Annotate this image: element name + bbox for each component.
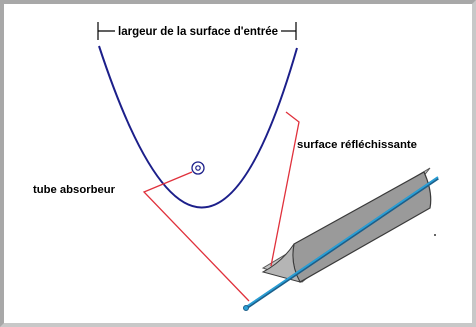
trough-collector (261, 167, 432, 283)
leader-lines (142, 111, 300, 302)
absorber-tube (243, 176, 439, 311)
reflective-surface-leader (270, 111, 300, 267)
absorber-tube-icon (191, 161, 205, 175)
stray-dot (434, 234, 436, 236)
entry-width-marker (97, 22, 297, 40)
absorber-tube-label: tube absorbeur (33, 184, 116, 196)
absorber-tube-leader (142, 171, 250, 302)
entry-width-label: largeur de la surface d'entrée (118, 24, 278, 38)
parabola-curve (98, 45, 298, 209)
reflective-surface-label: surface réfléchissante (297, 139, 417, 151)
